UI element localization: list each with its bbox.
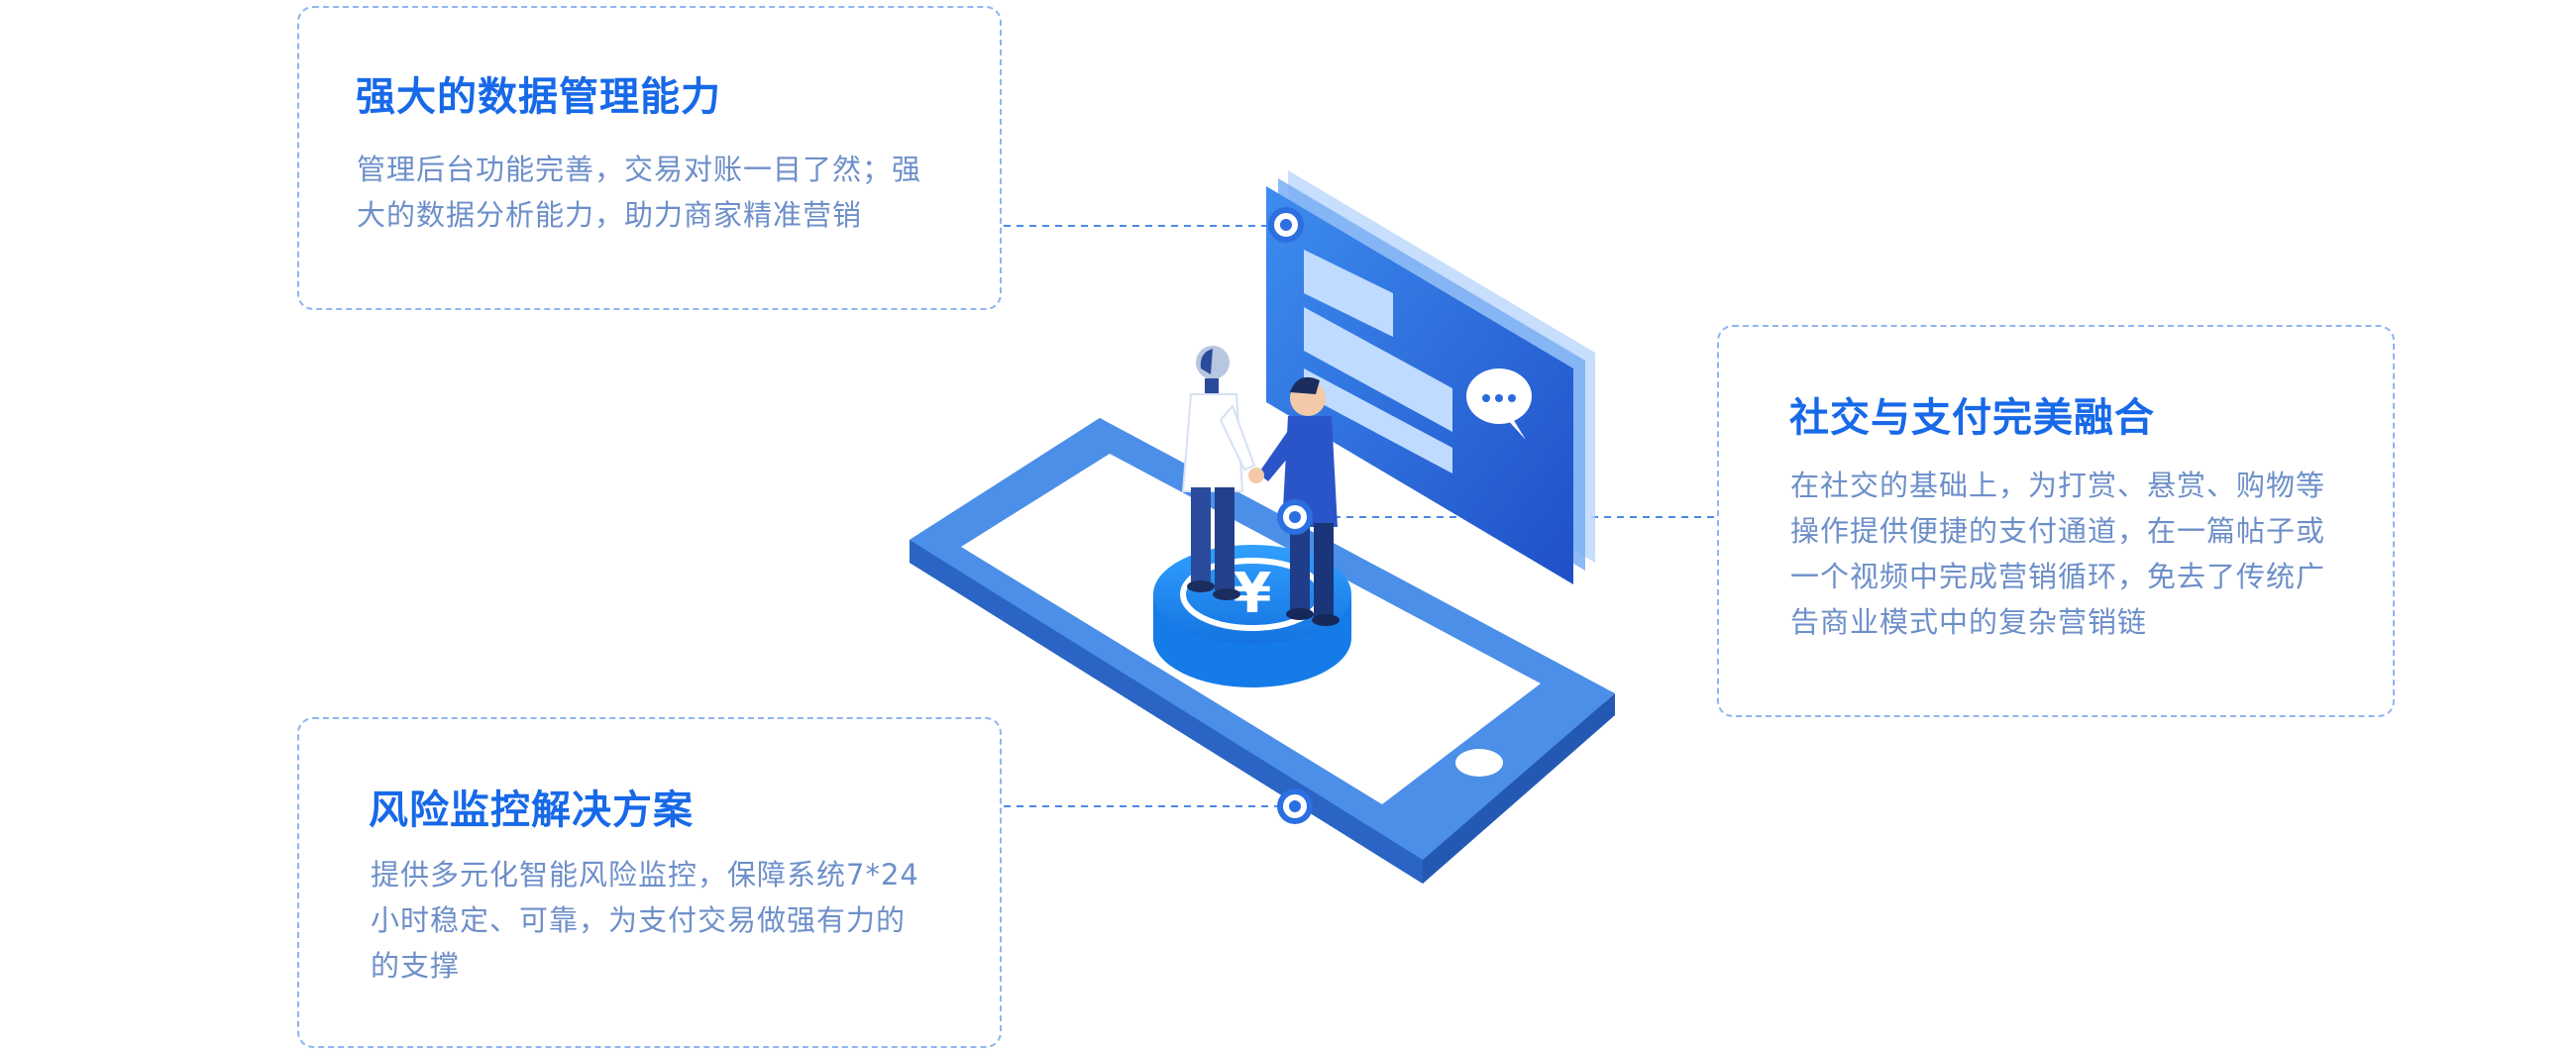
chat-bubble-icon <box>1466 368 1532 440</box>
panel-bar-1 <box>1304 250 1393 337</box>
card-description-line: 告商业模式中的复杂营销链 <box>1790 605 2148 639</box>
card-description-line: 在社交的基础上，为打赏、悬赏、购物等 <box>1790 469 2326 502</box>
card-description-line: 一个视频中完成营销循环，免去了传统广 <box>1790 560 2326 593</box>
card-description-line: 操作提供便捷的支付通道，在一篇帖子或 <box>1790 514 2326 548</box>
panel-bar-2 <box>1304 307 1452 432</box>
card-title: 强大的数据管理能力 <box>356 74 721 120</box>
feature-card-social-payment: 社交与支付完美融合 在社交的基础上，为打赏、悬赏、购物等 操作提供便捷的支付通道… <box>1717 325 2395 717</box>
phone-home-button <box>1455 749 1503 777</box>
card-description-line: 大的数据分析能力，助力商家精准营销 <box>357 198 863 232</box>
card-title: 社交与支付完美融合 <box>1789 395 2155 441</box>
feature-card-risk-control: 风险监控解决方案 提供多元化智能风险监控，保障系统7*24 小时稳定、可靠，为支… <box>297 717 1002 1048</box>
info-panel-icon <box>1266 170 1595 584</box>
connector-dots <box>1268 207 1313 824</box>
card-title: 风险监控解决方案 <box>369 788 694 833</box>
card-description-line: 提供多元化智能风险监控，保障系统7*24 <box>371 858 919 892</box>
card-description-line: 小时稳定、可靠，为支付交易做强有力的 <box>371 903 907 937</box>
card-description: 在社交的基础上，为打赏、悬赏、购物等 操作提供便捷的支付通道，在一篇帖子或 一个… <box>1790 463 2325 645</box>
feature-card-data-management: 强大的数据管理能力 管理后台功能完善，交易对账一目了然；强 大的数据分析能力，助… <box>297 6 1002 310</box>
card-description-line: 的支撑 <box>371 949 461 983</box>
panel-bar-3 <box>1304 368 1452 473</box>
card-description: 管理后台功能完善，交易对账一目了然；强 大的数据分析能力，助力商家精准营销 <box>357 147 921 238</box>
handshake-people-icon <box>1181 346 1340 626</box>
card-description-line: 管理后台功能完善，交易对账一目了然；强 <box>357 153 922 186</box>
card-description: 提供多元化智能风险监控，保障系统7*24 小时稳定、可靠，为支付交易做强有力的 … <box>371 852 919 989</box>
